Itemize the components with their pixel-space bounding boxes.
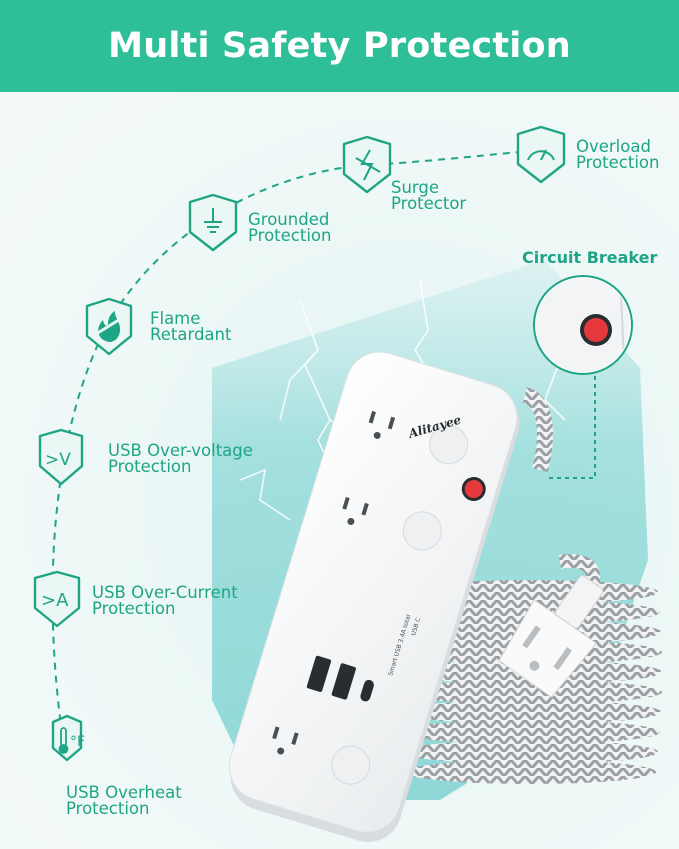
dashed-arc <box>51 149 546 761</box>
ground-icon <box>204 208 222 233</box>
breaker-leader-line <box>548 376 596 479</box>
page-title: Multi Safety Protection <box>108 26 571 66</box>
feature-surge-protector: Surge Protector <box>391 178 467 213</box>
feature-usb-over-current: USB Over-Current Protection <box>92 583 238 618</box>
feature-overload-protection: Overload Protection <box>576 137 660 172</box>
plug <box>498 575 604 698</box>
circuit-breaker-label: Circuit Breaker <box>522 248 658 267</box>
over-voltage-icon: >V <box>45 450 71 470</box>
flame-icon <box>95 311 123 342</box>
surge-icon <box>355 149 381 181</box>
feature-grounded-protection: Grounded Protection <box>248 210 332 245</box>
power-strip <box>228 351 520 843</box>
header-banner: Multi Safety Protection <box>0 0 679 92</box>
gauge-icon <box>527 149 555 161</box>
thermometer-fahrenheit-icon <box>58 727 69 754</box>
feature-flame-retardant: Flame Retardant <box>150 309 232 344</box>
over-current-icon: >A <box>41 590 69 611</box>
feature-usb-overheat: USB Overheat Protection <box>66 783 182 818</box>
feature-usb-over-voltage: USB Over-voltage Protection <box>108 441 253 476</box>
fahrenheit-glyph: °F <box>70 734 85 750</box>
braided-cable-coil <box>398 387 662 784</box>
